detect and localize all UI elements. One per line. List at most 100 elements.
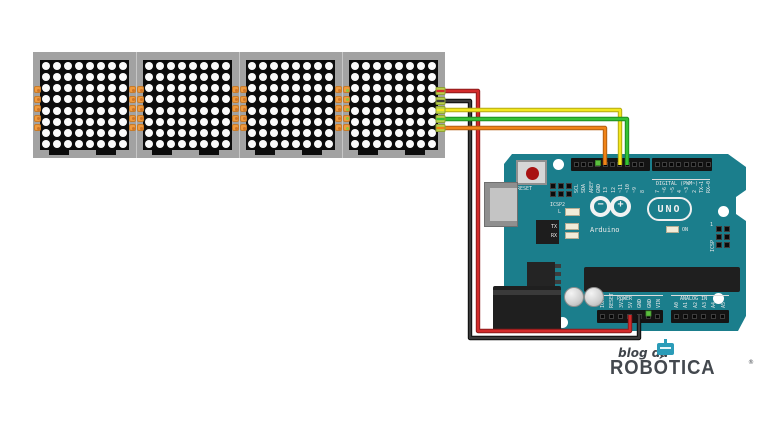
led-dot — [247, 140, 256, 149]
led-dot — [417, 95, 426, 104]
led-dot — [63, 72, 72, 81]
matrix-pin — [335, 95, 342, 103]
led-dot — [166, 140, 175, 149]
led-dot — [258, 129, 267, 138]
led-dot — [86, 129, 95, 138]
pin-hole — [683, 161, 689, 167]
pin-hole — [692, 313, 698, 319]
atmega328-chip — [584, 267, 740, 292]
pin-center — [242, 107, 246, 111]
led-dot — [372, 129, 381, 138]
led-dot — [222, 117, 231, 126]
led-dot — [314, 72, 323, 81]
pin-hole — [602, 161, 608, 167]
led-dot — [428, 72, 437, 81]
led-dot — [395, 117, 404, 126]
led-dot — [428, 140, 437, 149]
led-dot — [74, 129, 83, 138]
icsp-pin-hole — [716, 234, 722, 240]
pin-center — [345, 126, 349, 130]
led-dot — [108, 129, 117, 138]
led-dot — [269, 129, 278, 138]
voltage-regulator — [527, 262, 561, 286]
usb-connector-metal — [490, 188, 517, 221]
pin-center — [139, 107, 143, 111]
led-dot — [383, 140, 392, 149]
led-dot — [108, 95, 117, 104]
pin-hole — [631, 161, 637, 167]
led-dot — [303, 129, 312, 138]
matrix-pin — [335, 105, 342, 112]
led-dot — [86, 84, 95, 93]
pin-label: AREF — [588, 180, 595, 193]
pin-center — [234, 126, 238, 130]
led-dot — [108, 61, 117, 70]
led-dot — [189, 140, 198, 149]
led-dot — [52, 95, 61, 104]
led-dot — [280, 106, 289, 115]
pin-center — [345, 107, 349, 111]
led-dot — [269, 61, 278, 70]
power-header: IOREFRESET3V35VGNDGNDVIN — [597, 293, 663, 323]
pin-hole — [691, 161, 696, 167]
led-dot — [383, 106, 392, 115]
icsp2-label: ICSP2 — [550, 202, 566, 208]
tx-led — [565, 223, 579, 230]
module-foot — [302, 149, 322, 155]
led-dot — [280, 95, 289, 104]
pin-label: A4 — [711, 301, 718, 308]
led-dot — [350, 72, 359, 81]
led-dot — [211, 61, 220, 70]
led-dot — [74, 140, 83, 149]
mounting-hole — [713, 293, 724, 304]
icsp-pin-hole — [558, 183, 564, 189]
led-dot — [395, 129, 404, 138]
led-dot — [97, 61, 106, 70]
led-dot — [303, 61, 312, 70]
led-dot — [155, 95, 164, 104]
pin-center — [139, 98, 143, 101]
led-dot — [314, 129, 323, 138]
pin-center — [36, 107, 40, 111]
led-dot — [383, 72, 392, 81]
led-dot — [211, 129, 220, 138]
led-dot — [63, 129, 72, 138]
led-dot — [303, 140, 312, 149]
pin-center — [36, 117, 40, 120]
led-dot — [41, 106, 50, 115]
power-label: POWER — [617, 296, 633, 302]
led-dot — [166, 72, 175, 81]
led-dot — [269, 117, 278, 126]
led-dot — [350, 140, 359, 149]
pin-hole — [573, 161, 579, 167]
matrix-pin — [240, 95, 247, 103]
analog-label: ANALOG IN — [680, 296, 708, 302]
module-foot — [405, 149, 425, 155]
led-dot — [119, 106, 128, 115]
led-dot — [247, 84, 256, 93]
matrix-pin — [240, 105, 247, 112]
led-dot — [428, 117, 437, 126]
led-dot — [177, 84, 186, 93]
pin-label: 2 — [691, 189, 698, 193]
matrix-pin — [343, 114, 350, 122]
led-dot — [41, 117, 50, 126]
led-dot — [52, 72, 61, 81]
matrix-pin — [240, 114, 247, 122]
led-dot — [247, 72, 256, 81]
pin-label: VIN — [655, 298, 662, 308]
led-dot — [325, 95, 334, 104]
led-dot — [372, 72, 381, 81]
robot-antenna — [664, 339, 667, 343]
led-dot — [247, 129, 256, 138]
pin-center — [337, 88, 341, 92]
led-dot — [417, 106, 426, 115]
pin-center — [131, 117, 135, 120]
led-dot — [177, 72, 186, 81]
led-dot — [361, 117, 370, 126]
led-dot — [74, 117, 83, 126]
led-dot — [97, 129, 106, 138]
led-dot — [166, 61, 175, 70]
matrix-pin — [343, 124, 350, 131]
digital-label: DIGITAL (PWM~) — [656, 181, 699, 187]
